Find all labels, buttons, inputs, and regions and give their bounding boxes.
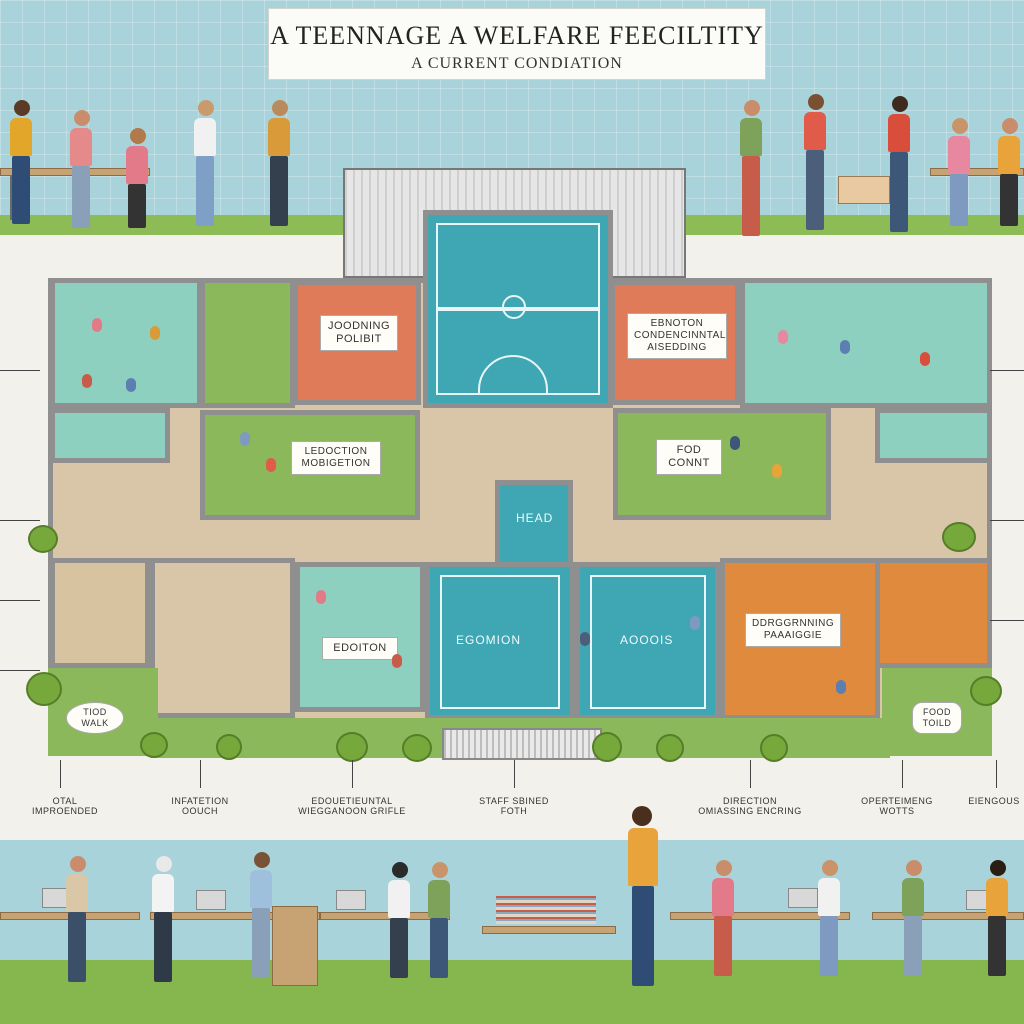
leader-line [60, 760, 61, 788]
laptop [336, 890, 366, 910]
leader-line [514, 760, 515, 788]
teen-figure [92, 318, 102, 332]
room-study [200, 278, 295, 408]
leader-line [352, 760, 353, 788]
bush [656, 734, 684, 762]
bush [216, 734, 242, 760]
room-side-lounge [50, 408, 170, 463]
room-edition: EDOITON [295, 562, 425, 712]
side-card-right: FOOD TOILD [912, 702, 962, 734]
lectern [272, 906, 318, 986]
book-stack [496, 896, 596, 924]
leader-line [200, 760, 201, 788]
center-circle [502, 295, 526, 319]
cardboard-box [838, 176, 890, 204]
court-label: AOOOIS [620, 633, 674, 647]
bush [28, 525, 58, 553]
room-food-court: FOD CONNT [613, 408, 831, 520]
callout: INFATETION OOUCH [171, 796, 229, 816]
room-classroom [150, 558, 295, 718]
leader-line [990, 370, 1024, 371]
teen-figure [840, 340, 850, 354]
callout: STAFF SBINED FOTH [479, 796, 549, 816]
room-counseling: JOODNING POLIBIT [293, 280, 421, 405]
teen-figure [836, 680, 846, 694]
laptop [196, 890, 226, 910]
bush [26, 672, 62, 706]
leader-line [0, 670, 40, 671]
main-court [423, 210, 613, 408]
room-recreation [740, 278, 992, 408]
desk [482, 926, 616, 934]
page-title: A TEENNAGE A WELFARE FEECILTITY [270, 21, 764, 50]
room-programming-annex [875, 558, 992, 668]
room-label: LEDOCTION MOBIGETION [291, 441, 381, 475]
teen-figure [778, 330, 788, 344]
teen-figure [772, 464, 782, 478]
page-subtitle: A CURRENT CONDIATION [411, 55, 623, 72]
desk [150, 912, 320, 920]
teen-figure [82, 374, 92, 388]
court-boundary [590, 575, 706, 709]
callout: EDOUETIEUNTAL WIEGGANOON GRIFLE [298, 796, 406, 816]
callout: DIRECTION OMIASSING ENCRING [698, 796, 802, 816]
desk [670, 912, 850, 920]
teen-figure [266, 458, 276, 472]
entrance-steps [442, 728, 602, 760]
callout: OTAL IMPROENDED [31, 796, 98, 816]
room-label: DDRGGRNNING PAAAIGGIE [745, 613, 841, 647]
lower-court-right: AOOOIS [575, 562, 720, 720]
bush [402, 734, 432, 762]
head-label: HEAD [516, 511, 554, 525]
leader-line [0, 520, 40, 521]
leader-line [990, 520, 1024, 521]
room-lounge [50, 278, 202, 408]
teen-figure [730, 436, 740, 450]
head-corridor: HEAD [495, 480, 573, 570]
bush [140, 732, 168, 758]
teen-figure [150, 326, 160, 340]
lower-court-left: EGOMION [425, 562, 575, 720]
bush [592, 732, 622, 762]
teen-figure [240, 432, 250, 446]
room-label: JOODNING POLIBIT [320, 315, 398, 352]
teen-figure [316, 590, 326, 604]
room-programming: DDRGGRNNING PAAAIGGIE [720, 558, 880, 720]
bush [970, 676, 1002, 706]
room-side-right [875, 408, 992, 463]
leader-line [0, 600, 40, 601]
teen-figure [126, 378, 136, 392]
leader-line [750, 760, 751, 788]
leader-line [902, 760, 903, 788]
floor-plan: JOODNING POLIBIT EBNOTON CONDENCINNTAL A… [26, 210, 1002, 762]
room-education-mobility: LEDOCTION MOBIGETION [200, 410, 420, 520]
room-label: EBNOTON CONDENCINNTAL AISEDDING [627, 313, 727, 359]
laptop [788, 888, 818, 908]
leader-line [0, 370, 40, 371]
teen-figure [580, 632, 590, 646]
desk-leg [10, 176, 13, 220]
court-boundary [440, 575, 560, 709]
bush [942, 522, 976, 552]
callout: OPERTEIMENG WOTTS [861, 796, 933, 816]
teen-figure [690, 616, 700, 630]
room-education-env: EBNOTON CONDENCINNTAL AISEDDING [610, 280, 740, 405]
side-card-left: TIOD WALK [66, 702, 124, 734]
title-card: A TEENNAGE A WELFARE FEECILTITY A CURREN… [268, 8, 766, 80]
room-label: EDOITON [322, 637, 398, 661]
teen-figure [392, 654, 402, 668]
bush [760, 734, 788, 762]
teen-figure [920, 352, 930, 366]
room-library [50, 558, 150, 668]
room-label: FOD CONNT [656, 439, 722, 476]
bush [336, 732, 368, 762]
callout: EIENGOUS [968, 796, 1020, 806]
leader-line [996, 760, 997, 788]
leader-line [990, 620, 1024, 621]
court-label: EGOMION [456, 633, 522, 647]
